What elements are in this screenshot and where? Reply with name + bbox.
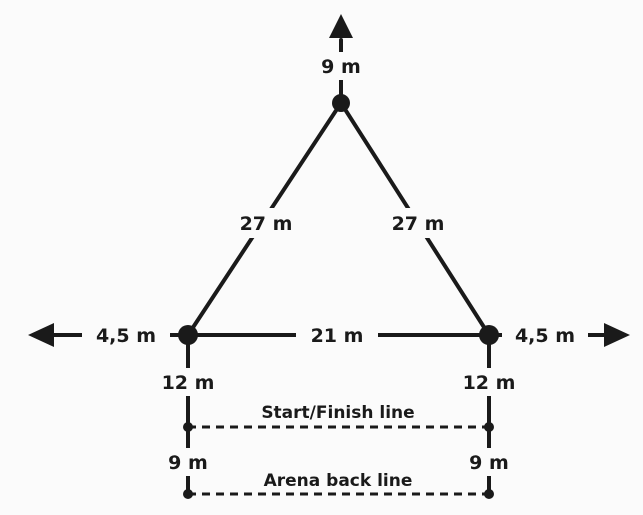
left-to-start-label: 12 m [162,372,215,394]
right-side-label: 27 m [392,213,445,235]
start-finish-label: Start/Finish line [261,403,414,423]
top-barrel-marker [332,94,350,112]
back-right-point [484,489,494,499]
start-left-point [183,422,193,432]
start-right-point [484,422,494,432]
arena-back-label: Arena back line [264,471,413,491]
right-barrel-marker [479,325,499,345]
right-to-start-label: 12 m [463,372,516,394]
left-side-label: 27 m [240,213,293,235]
left-barrel-marker [178,325,198,345]
top-distance-label: 9 m [321,56,361,78]
top-arrow-icon [329,14,353,38]
base-label: 21 m [311,325,364,347]
right-distance-label: 4,5 m [515,325,575,347]
left-distance-label: 4,5 m [96,325,156,347]
left-arrow-icon [28,323,54,347]
left-to-back-label: 9 m [168,452,208,474]
back-left-point [183,489,193,499]
right-arrow-icon [604,323,630,347]
right-to-back-label: 9 m [469,452,509,474]
